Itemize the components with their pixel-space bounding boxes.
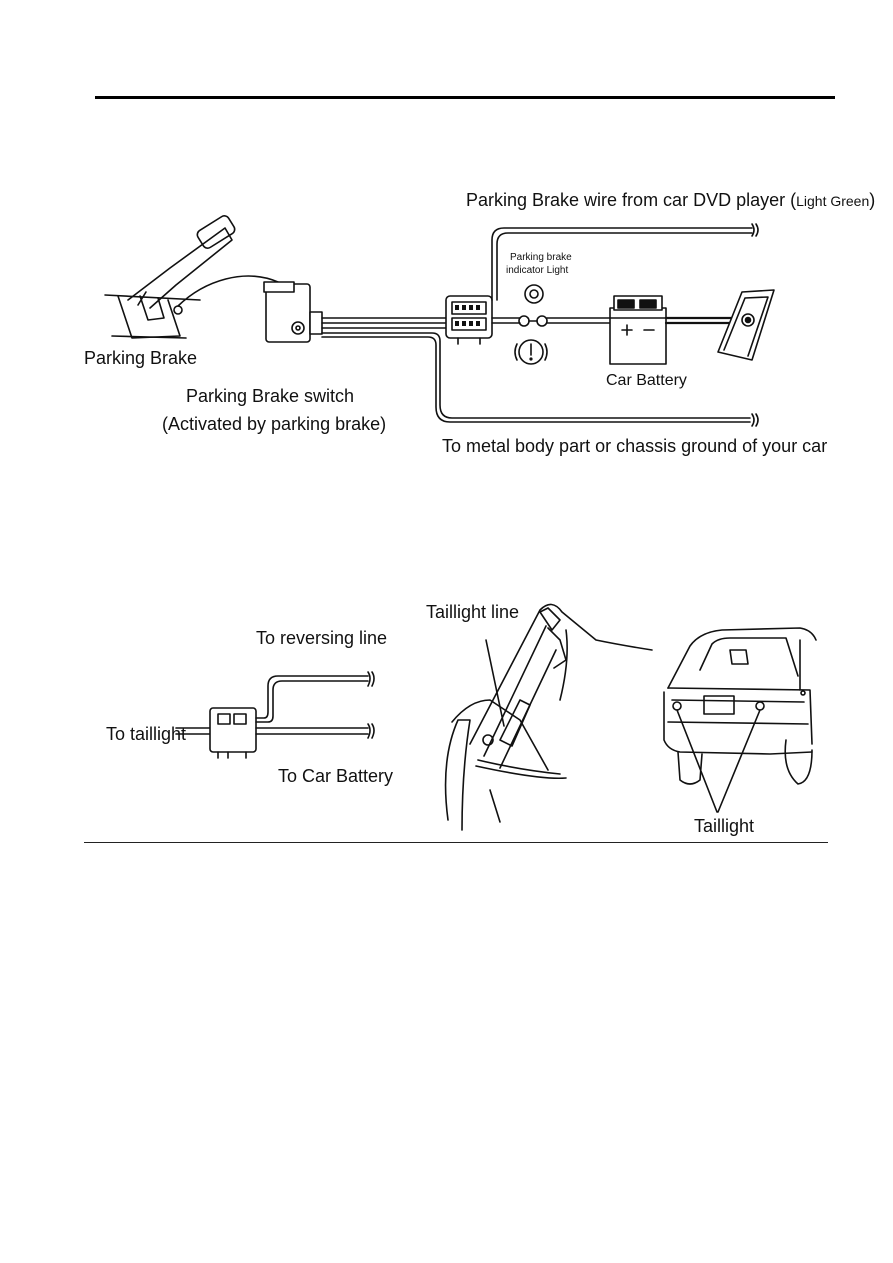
dvd-brake-wire bbox=[491, 227, 753, 301]
lever-cable bbox=[177, 275, 279, 307]
ground-label: To metal body part or chassis ground of … bbox=[442, 436, 827, 456]
wire-connector-illustration bbox=[445, 295, 493, 345]
reversing-line-label: To reversing line bbox=[256, 628, 387, 648]
brake-switch-illustration bbox=[263, 281, 323, 343]
car-rear-illustration bbox=[663, 627, 817, 813]
body-panel-illustration bbox=[717, 289, 775, 361]
taillight-label: Taillight bbox=[694, 816, 754, 836]
car-battery-illustration bbox=[609, 295, 667, 365]
indicator-label-line2: indicator Light bbox=[506, 265, 568, 276]
section-divider bbox=[84, 842, 828, 843]
parking-brake-label: Parking Brake bbox=[84, 348, 197, 368]
indicator-label-line1: Parking brake bbox=[510, 252, 572, 263]
brake-switch-sublabel: (Activated by parking brake) bbox=[162, 414, 386, 434]
trunk-interior-illustration bbox=[444, 603, 653, 831]
ground-wire bbox=[321, 332, 751, 419]
indicator-light-icon bbox=[514, 284, 548, 365]
taillight-connector-schematic bbox=[175, 671, 375, 759]
to-car-battery-label: To Car Battery bbox=[278, 766, 393, 786]
hand-brake-lever-illustration bbox=[104, 215, 236, 339]
dvd-brake-wire-label: Parking Brake wire from car DVD player (… bbox=[466, 190, 875, 210]
car-battery-label: Car Battery bbox=[606, 372, 687, 389]
header-rule bbox=[95, 96, 835, 99]
brake-switch-label: Parking Brake switch bbox=[186, 386, 354, 406]
connector-pins bbox=[455, 305, 480, 326]
taillight-line-label: Taillight line bbox=[426, 602, 519, 622]
to-taillight-label: To taillight bbox=[106, 724, 186, 744]
